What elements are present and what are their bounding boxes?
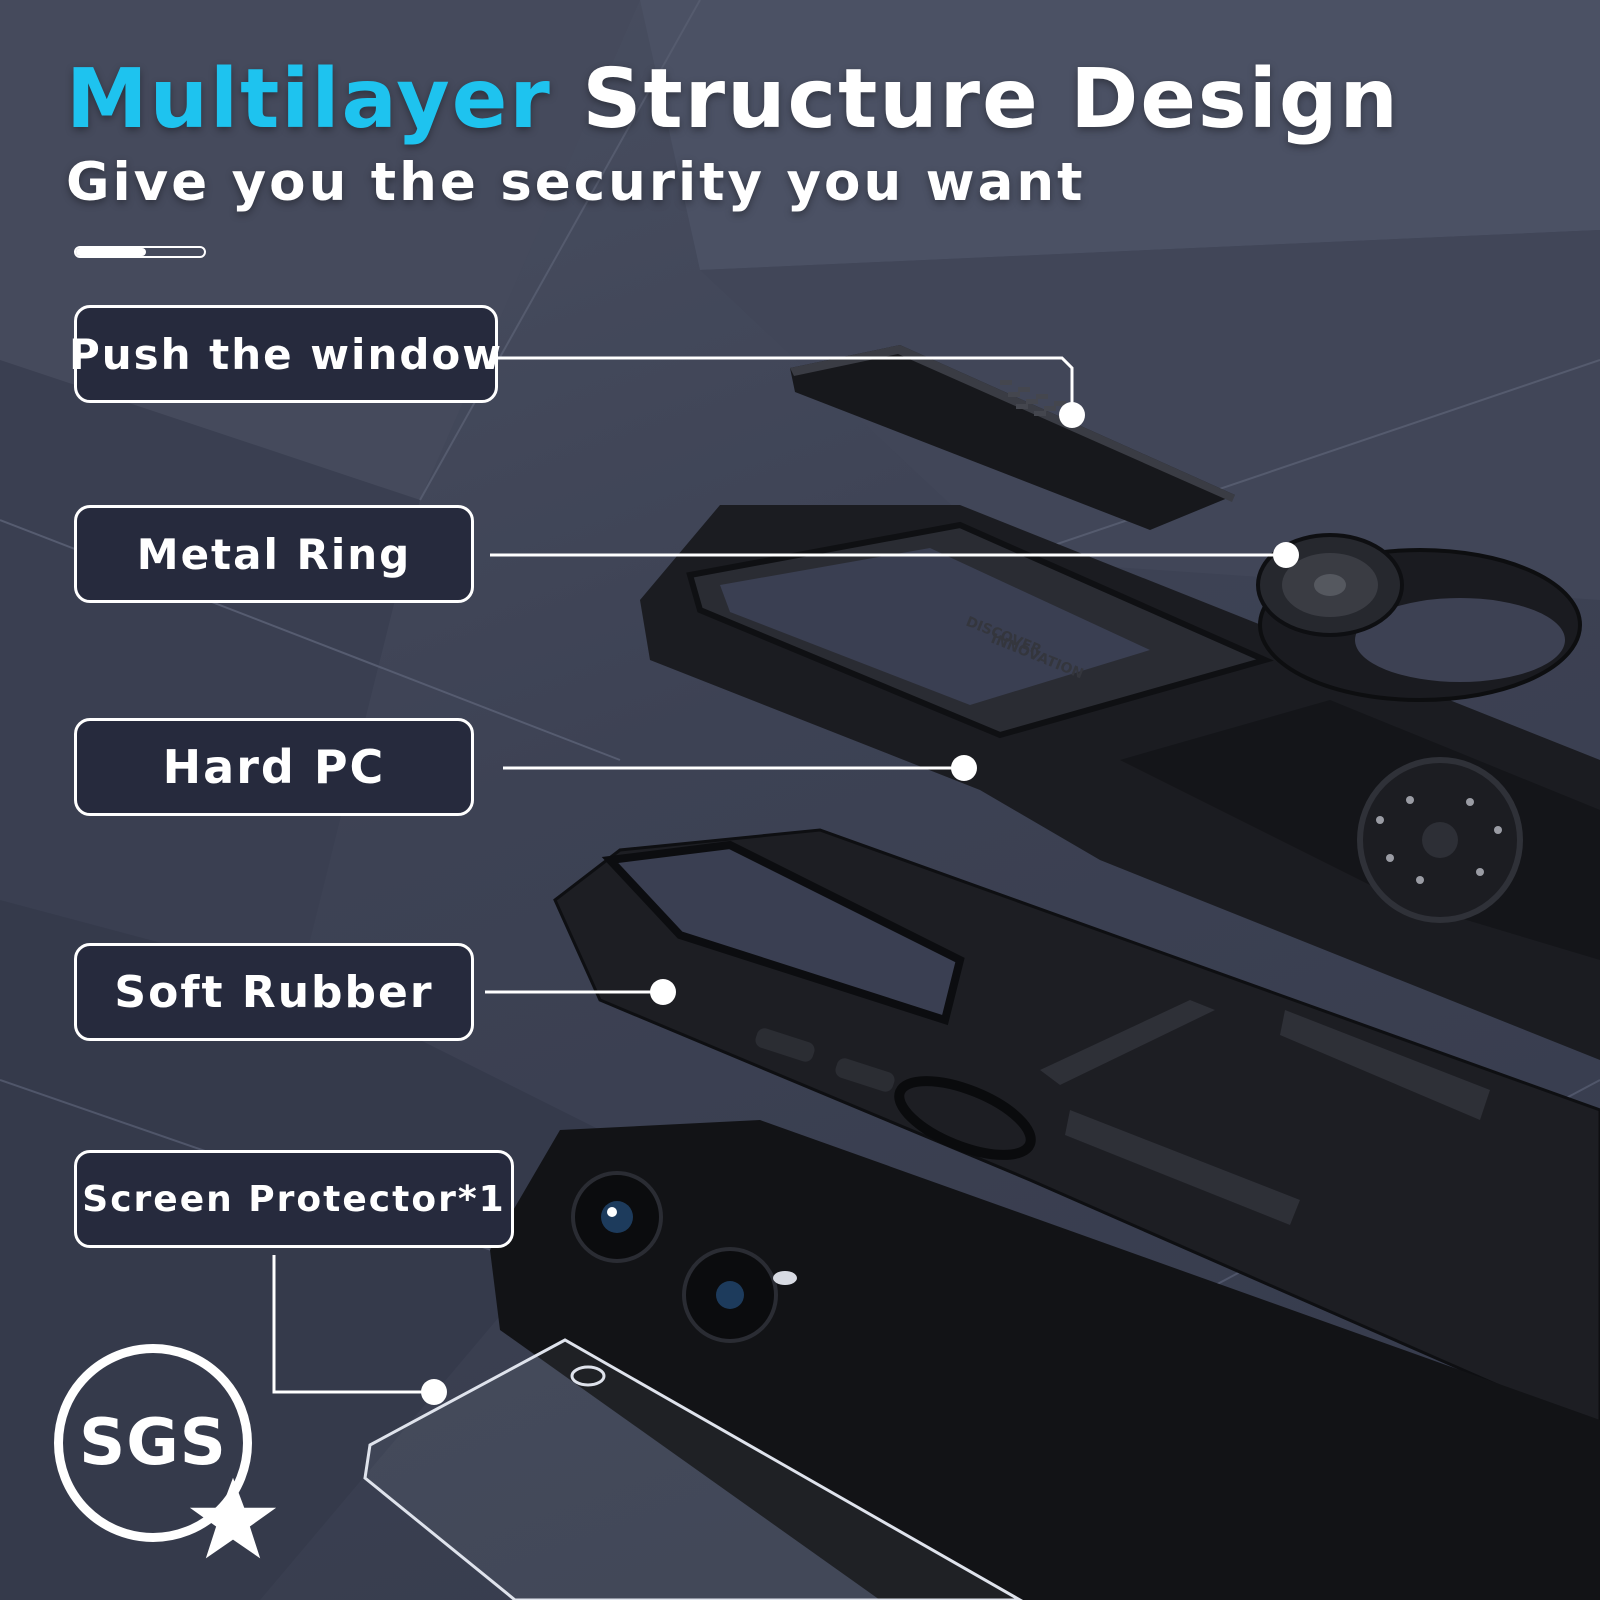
sgs-badge-text: SGS bbox=[79, 1406, 227, 1480]
hard-pc-marker bbox=[951, 755, 977, 781]
metal-ring-part bbox=[1256, 533, 1582, 702]
label-hard-pc: Hard PC bbox=[74, 718, 474, 816]
label-metal-ring: Metal Ring bbox=[74, 505, 474, 603]
page-title: Multilayer Structure Design bbox=[66, 52, 1400, 147]
star-icon bbox=[189, 1477, 277, 1559]
page-subtitle: Give you the security you want bbox=[66, 152, 1086, 213]
soft-rubber-part bbox=[553, 828, 1600, 1432]
progress-fill bbox=[76, 248, 147, 256]
callout-connectors bbox=[272, 356, 1286, 1394]
phone-part bbox=[490, 1120, 1600, 1600]
label-screen-protector: Screen Protector*1 bbox=[74, 1150, 514, 1248]
push-window-part bbox=[790, 345, 1235, 530]
progress-indicator bbox=[74, 246, 206, 258]
screen-protector-marker bbox=[421, 1379, 447, 1405]
hard-pc-part: DISCOVER INNOVATION bbox=[640, 505, 1600, 1060]
label-soft-rubber: Soft Rubber bbox=[74, 943, 474, 1041]
metal-ring-marker bbox=[1273, 542, 1299, 568]
sgs-certification-badge: SGS bbox=[54, 1344, 252, 1542]
push-window-marker bbox=[1059, 402, 1085, 428]
screen-protector-part bbox=[363, 1338, 1024, 1600]
label-push-the-window: Push the window bbox=[69, 305, 501, 403]
title-rest: Structure Design bbox=[582, 52, 1400, 147]
title-accent: Multilayer bbox=[66, 52, 552, 147]
soft-rubber-marker bbox=[650, 979, 676, 1005]
